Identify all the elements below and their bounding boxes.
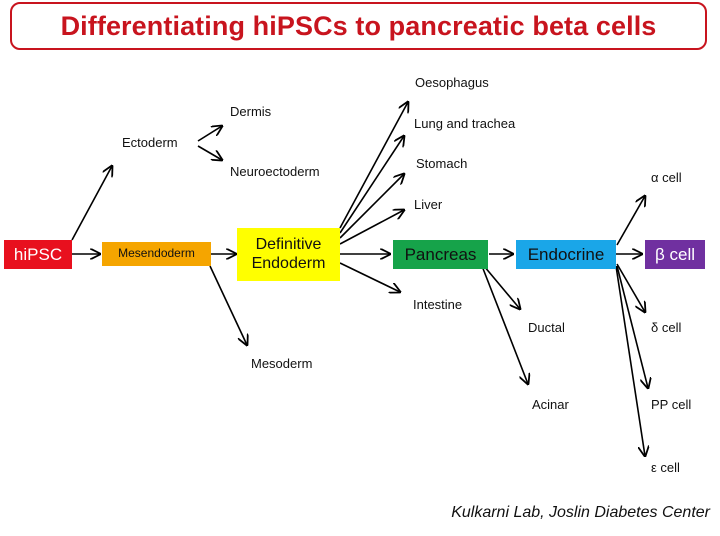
arrow-definitive-lung [339,136,404,234]
arrow-ectoderm-dermis [197,126,222,142]
liver-label: Liver [414,197,443,212]
endocrine-label: Endocrine [527,244,605,264]
delta-cell-label: δ cell [651,320,682,335]
pancreas-label: Pancreas [404,244,477,264]
ductal-label: Ductal [528,320,565,335]
definitive-endoderm-box: Definitive Endoderm [237,228,340,281]
arrow-definitive-liver [339,210,404,245]
arrow-pancreas-ductal [483,265,520,309]
lab-credit: Kulkarni Lab, Joslin Diabetes Center [451,504,710,521]
arrow-hipsc-ectoderm [71,166,112,241]
beta-cell-label: β cell [654,244,695,264]
beta-cell-box: β cell [645,240,705,269]
ectoderm-label: Ectoderm [122,135,178,150]
arrow-ectoderm-neuroectoderm [197,145,222,160]
stomach-label: Stomach [416,156,468,171]
neuroectoderm-label: Neuroectoderm [230,164,320,179]
title-box: Differentiating hiPSCs to pancreatic bet… [10,2,707,50]
epsilon-cell-label: ε cell [651,460,680,475]
oesophagus-label: Oesophagus [415,75,489,90]
arrow-definitive-oesophagus [339,102,408,229]
definitive-line2: Endoderm [251,254,326,272]
arrow-mesendoderm-mesoderm [209,265,247,345]
arrow-definitive-stomach [339,174,404,239]
pp-cell-label: PP cell [651,397,692,412]
definitive-line1: Definitive [255,236,322,254]
mesoderm-label: Mesoderm [251,356,313,371]
endocrine-box: Endocrine [516,240,616,269]
lung-trachea-label: Lung and trachea [414,116,516,131]
pancreas-box: Pancreas [393,240,488,269]
arrow-definitive-intestine [339,262,400,292]
hipsc-box: hiPSC [4,240,72,269]
arrow-pancreas-acinar [481,265,528,384]
acinar-label: Acinar [532,397,569,412]
arrow-endocrine-epsilon [615,265,645,456]
hipsc-label: hiPSC [13,244,63,264]
intestine-label: Intestine [413,297,463,312]
mesendoderm-box: Mesendoderm [102,242,211,266]
arrow-endocrine-pp [616,265,648,388]
mesendoderm-label: Mesendoderm [118,246,195,261]
page-title: Differentiating hiPSCs to pancreatic bet… [60,10,657,41]
dermis-label: Dermis [230,104,272,119]
alpha-cell-label: α cell [651,170,682,185]
arrow-endocrine-alpha [616,196,645,246]
arrow-endocrine-delta [616,263,645,312]
